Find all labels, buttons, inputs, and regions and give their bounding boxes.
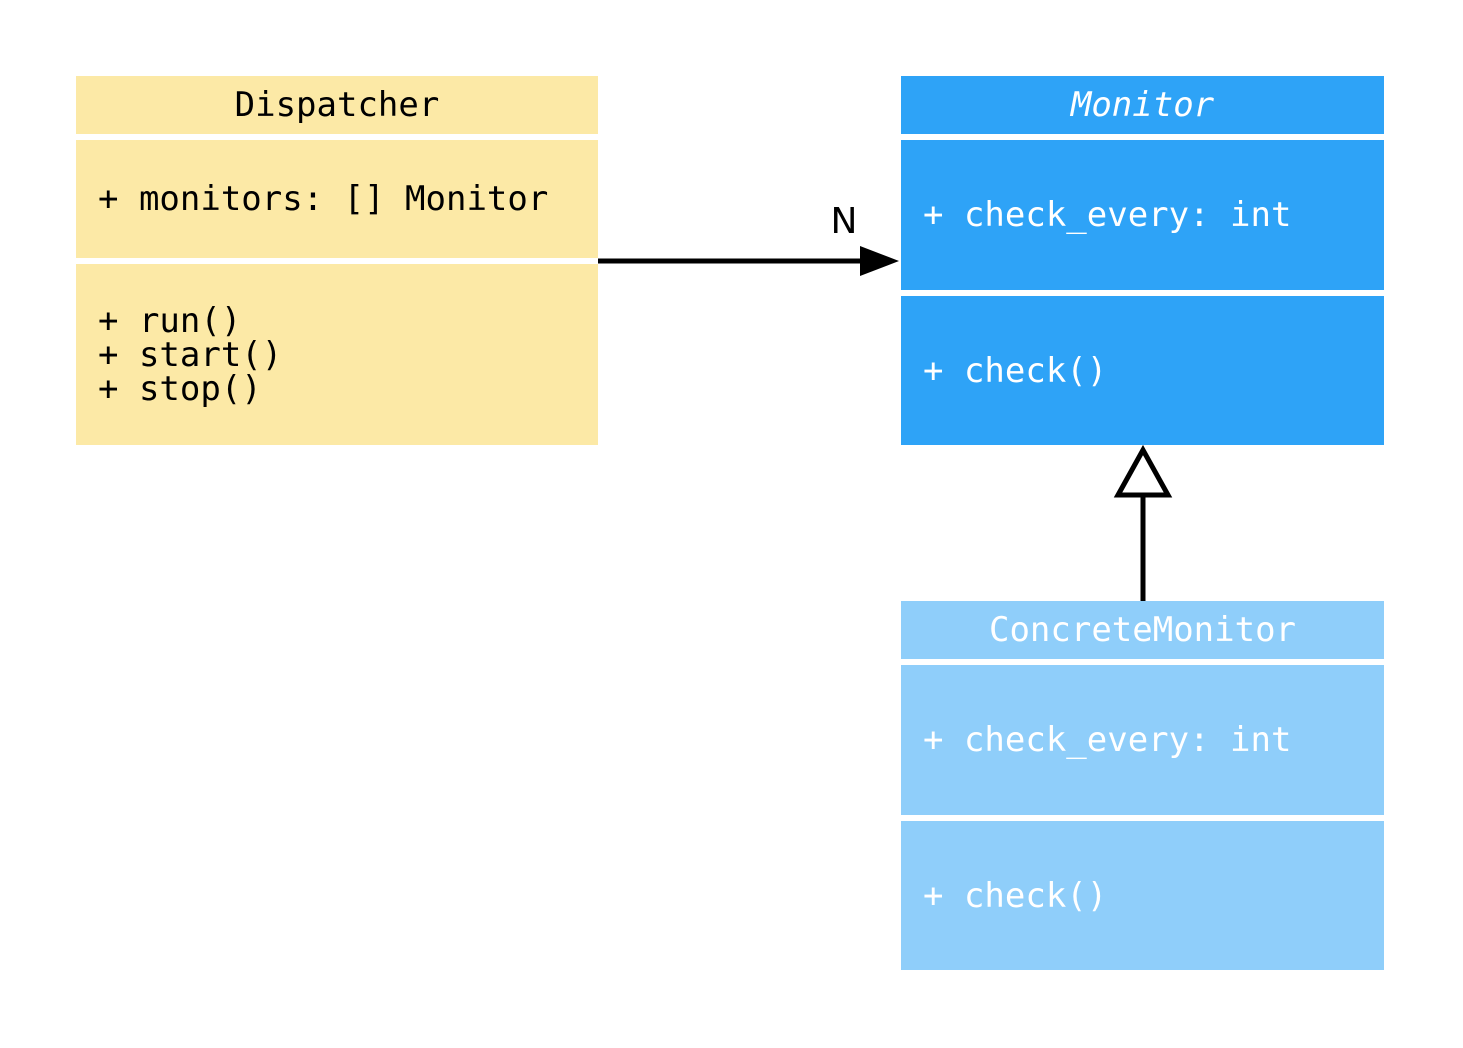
class-box-concrete-monitor[interactable]: ConcreteMonitor + check_every: int + che… (901, 601, 1384, 970)
class-title-dispatcher: Dispatcher (76, 76, 598, 134)
class-title-concrete-monitor: ConcreteMonitor (901, 601, 1384, 659)
class-box-dispatcher[interactable]: Dispatcher + monitors: [] Monitor + run(… (76, 76, 598, 445)
multiplicity-label: N (830, 201, 858, 242)
class-methods-concrete-monitor: + check() (901, 821, 1384, 970)
method-item: + start() (98, 334, 283, 375)
class-attributes-dispatcher: + monitors: [] Monitor (76, 140, 598, 258)
method-item: + check() (923, 875, 1108, 916)
attribute-item: + monitors: [] Monitor (98, 179, 549, 219)
class-methods-dispatcher: + run() + start() + stop() (76, 264, 598, 445)
hollow-triangle-arrowhead-icon (1113, 444, 1173, 498)
method-item: + stop() (98, 368, 262, 409)
class-attributes-concrete-monitor: + check_every: int (901, 665, 1384, 815)
class-title-monitor: Monitor (901, 76, 1384, 134)
association-arrow-dispatcher-to-monitor[interactable] (598, 246, 899, 276)
class-methods-monitor: + check() (901, 296, 1384, 445)
attribute-item: + check_every: int (923, 195, 1292, 235)
method-item: + check() (923, 350, 1108, 391)
class-box-monitor[interactable]: Monitor + check_every: int + check() (901, 76, 1384, 445)
class-attributes-monitor: + check_every: int (901, 140, 1384, 290)
attribute-item: + check_every: int (923, 720, 1292, 760)
method-item: + run() (98, 300, 242, 341)
filled-arrowhead-icon (860, 246, 899, 276)
generalization-arrow-concretemonitor-to-monitor[interactable] (1113, 444, 1173, 601)
